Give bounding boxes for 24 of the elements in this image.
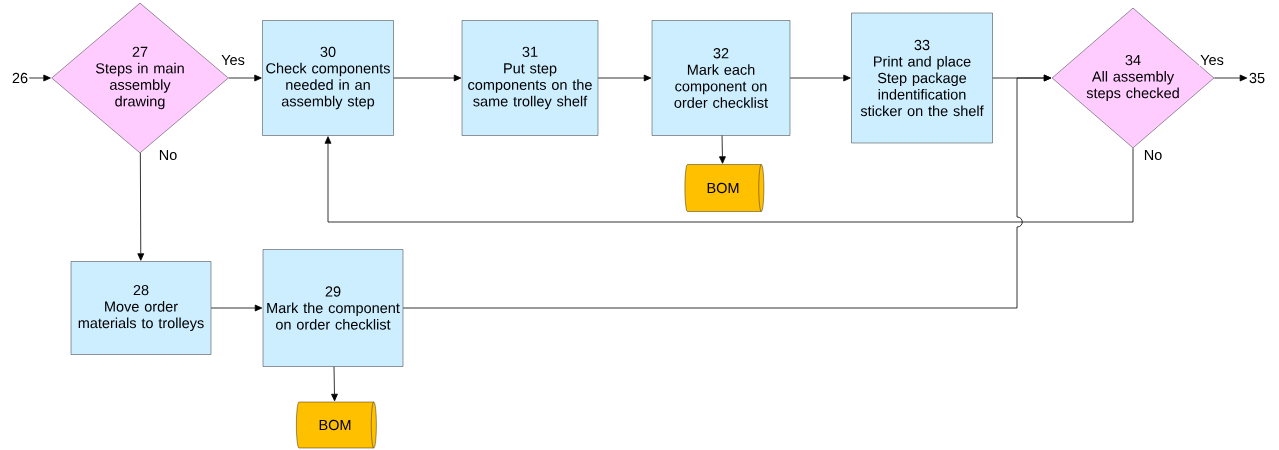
edge-label: Yes [1199, 53, 1225, 67]
arrow [402, 74, 1052, 309]
process-box: 32 Mark each component on order checklist [651, 20, 791, 136]
arrow [210, 304, 263, 312]
process-box: 29 Mark the component on order checklist [262, 249, 404, 367]
arrow [28, 74, 51, 82]
data-store: BOM [684, 164, 765, 212]
process-box: 33 Print and place Step package indentification sticker on the shelf [851, 12, 993, 144]
edge-label: No [1142, 148, 1164, 162]
arrow [331, 366, 338, 402]
process-box: 31 Put step components on the same trolley shelf [461, 20, 599, 136]
arrow [137, 152, 145, 261]
arrow [393, 74, 462, 82]
step-number: 35 [1249, 72, 1265, 84]
step-number: 26 [12, 72, 28, 84]
process-box: 30 Check components needed in an assembly step [262, 20, 394, 136]
arrow [597, 74, 652, 82]
arrow [719, 135, 726, 164]
arrow [789, 74, 851, 82]
data-store: BOM [296, 401, 377, 449]
arrow [228, 74, 262, 82]
arrow [1213, 74, 1248, 82]
process-box: 28 Move order materials to trolleys [70, 261, 212, 355]
arrow [324, 136, 1134, 223]
